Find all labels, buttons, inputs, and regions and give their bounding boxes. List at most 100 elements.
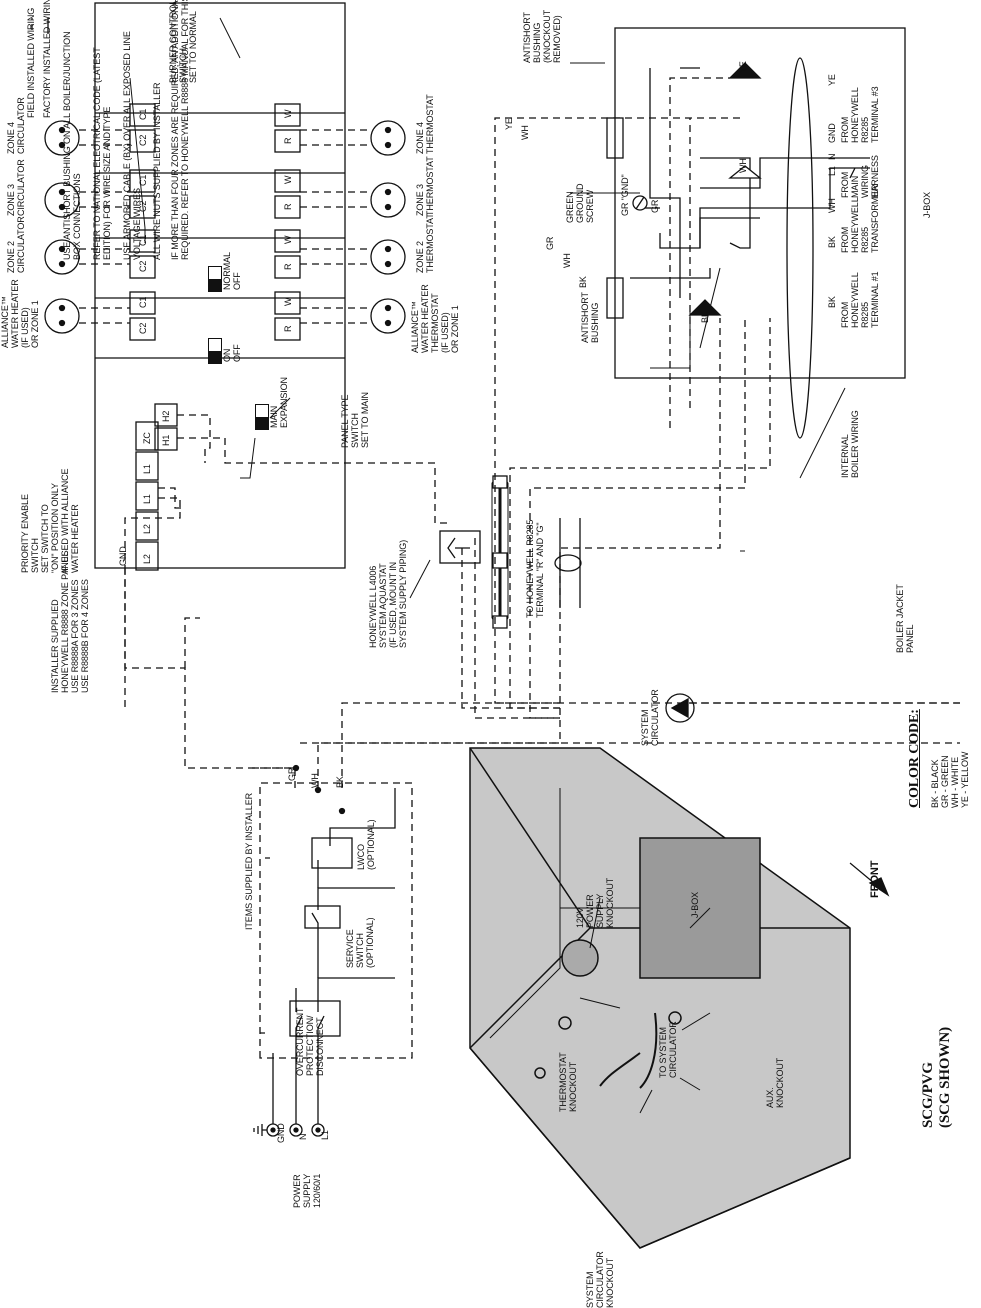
- zone3-c1: C1: [138, 174, 148, 186]
- overcurrent-device: [289, 1000, 341, 1037]
- gr-gnd-label: GR "GND": [620, 174, 630, 216]
- zone1-w: W: [283, 297, 293, 306]
- zone3-c2: C2: [138, 200, 148, 212]
- power-field-wiring: [124, 568, 960, 1034]
- ye-arrow-label: YE: [738, 61, 748, 73]
- panel-type-note: PANEL TYPE SWITCH SET TO MAIN: [340, 392, 370, 448]
- zone-devices: [44, 120, 406, 334]
- antishort-top-label: ANTISHORT BUSHING (KNOCKOUT REMOVED): [522, 9, 562, 63]
- zone1-c1: C1: [138, 296, 148, 308]
- priority-switch-note: PRIORITY ENABLE SWITCH SET SWITCH TO "ON…: [20, 468, 80, 573]
- service-switch: [304, 905, 341, 929]
- boiler-leaders: [579, 897, 711, 1114]
- wire-bk-jbox-label-2: BK: [827, 296, 837, 308]
- panel-type-switch[interactable]: [255, 404, 269, 430]
- lwco-label: LWCO (OPTIONAL): [356, 819, 376, 870]
- model-label: SCG/PVG (SCG SHOWN): [920, 1027, 953, 1128]
- lwco-line: [317, 788, 396, 888]
- wh-entry-label-2: WH: [562, 253, 572, 268]
- priority-enable-switch[interactable]: [208, 338, 222, 364]
- wire-wh-label: WH: [310, 773, 320, 788]
- zone1-r: R: [283, 325, 293, 332]
- boiler-jacket-panel: [491, 475, 509, 629]
- zone1-c2: C2: [138, 322, 148, 334]
- wire-bk-label: BK: [335, 776, 345, 788]
- color-code-bk: BK - BLACK: [930, 759, 940, 808]
- ye-entry-label: YE: [504, 118, 514, 130]
- bushings: [606, 117, 624, 319]
- green-ground-label: GREEN GROUND SCREW: [565, 183, 595, 223]
- zone4-c2: C2: [138, 134, 148, 146]
- wire-ye-label: YE: [827, 74, 837, 86]
- j-box: [614, 27, 906, 379]
- color-code-wh: WH - WHITE: [950, 757, 960, 808]
- burner-control-switch[interactable]: [208, 266, 222, 292]
- zone4-r: R: [283, 137, 293, 144]
- legend-field-wiring: FIELD INSTALLED WIRING: [26, 7, 36, 118]
- wh-entry-label: WH: [520, 125, 530, 140]
- terminal-l1a: L1: [142, 494, 152, 504]
- internal-wiring-label: INTERNAL BOILER WIRING: [840, 410, 860, 478]
- wh-arrow-label: WH: [738, 158, 748, 173]
- gr-entry-label: GR: [545, 236, 555, 250]
- l1-terminal-label: L1: [320, 1130, 330, 1140]
- l4006-aquastat: [439, 530, 481, 564]
- ground-screw-slot: [635, 196, 645, 210]
- circulator-arrow: [670, 697, 689, 719]
- front-arrow-head: [868, 877, 890, 897]
- front-label: FRONT: [869, 860, 881, 898]
- r8888-zone-panel: [94, 2, 346, 569]
- zone2-circulator-label: ZONE 2 CIRCULATOR: [6, 216, 26, 273]
- disconnect-switch-lines: [295, 977, 395, 1053]
- boiler-isometric: [469, 747, 851, 1249]
- terminal-l1b: L1: [142, 464, 152, 474]
- terminal-l2b: L2: [142, 524, 152, 534]
- zone2-c2: C2: [138, 260, 148, 272]
- color-code-gr: GR - GREEN: [940, 755, 950, 808]
- jbox-wiring: [630, 57, 870, 439]
- priority-off-label: OFF: [232, 344, 242, 362]
- bk-arrow: [688, 299, 722, 316]
- overcurrent-label: OVERCURRENT PROTECTION/ DISCONNECT: [295, 1007, 325, 1076]
- wire-gnd-label: GND: [827, 123, 837, 143]
- panel-expansion-label: EXPANSION: [279, 377, 289, 428]
- installer-items-box: [259, 782, 413, 1059]
- zone3-r: R: [283, 203, 293, 210]
- zone1-circulator-label: ALLIANCE™ WATER HEATER (IF USED) OR ZONE…: [0, 279, 40, 348]
- ye-arrow: [728, 62, 762, 79]
- gr-wire-label: GR: [650, 199, 660, 213]
- aux-knockout-label: AUX. KNOCKOUT: [765, 1057, 785, 1108]
- thermostat-knockout-label: THERMOSTAT KNOCKOUT: [558, 1052, 578, 1112]
- power-knockout-label: 120V POWER SUPPLY KNOCKOUT: [575, 877, 615, 928]
- to-r8285-wires: [559, 518, 581, 608]
- system-circulator-knockout-label: SYSTEM CIRCULATOR KNOCKOUT: [585, 1251, 615, 1308]
- wire-wh-jbox-label: WH: [827, 198, 837, 213]
- wire-bk-jbox-label: BK: [827, 236, 837, 248]
- to-r8285-label: TO HONEYWELL R8285 TERMINAL "R" AND "G": [525, 519, 545, 618]
- n-terminal-label: N: [298, 1133, 308, 1140]
- aquastat-field-wiring: [124, 414, 560, 719]
- zone2-thermostat-label: ZONE 2 THERMOSTAT: [415, 213, 435, 273]
- green-ground-screw: [632, 195, 648, 211]
- panel-main-label: MAIN: [269, 405, 279, 428]
- burner-normal-label: NORMAL: [222, 252, 232, 290]
- r8285-terminal3-label: FROM HONEYWELL R8285 TERMINAL #3: [840, 86, 880, 143]
- aquastat-switch: [447, 537, 470, 559]
- burner-control-note: BURNER CONTROL SWITCH SET TO NORMAL: [168, 0, 198, 83]
- zone4-circulator-label: ZONE 4 CIRCULATOR: [6, 97, 26, 154]
- zone3-thermostat-label: ZONE 3 THERMOSTAT: [415, 156, 435, 216]
- wh-arrow: [728, 165, 762, 179]
- legend-factory-wiring: FACTORY INSTALLED WIRING: [42, 0, 52, 118]
- to-system-circulator-label: TO SYSTEM CIRCULATOR: [658, 1021, 678, 1078]
- zone4-w: W: [283, 109, 293, 118]
- zone2-c1: C1: [138, 234, 148, 246]
- zone1-thermostat-label: ALLIANCE™ WATER HEATER THERMOSTAT (IF US…: [410, 284, 460, 353]
- terminal-zc: ZC: [142, 432, 152, 444]
- boiler-jacket-label: BOILER JACKET PANEL: [895, 584, 915, 653]
- zone3-circulator-label: ZONE 3 CIRCULATOR: [6, 159, 26, 216]
- zone-terminal-blocks: [129, 103, 301, 571]
- leader-lines: [129, 17, 846, 599]
